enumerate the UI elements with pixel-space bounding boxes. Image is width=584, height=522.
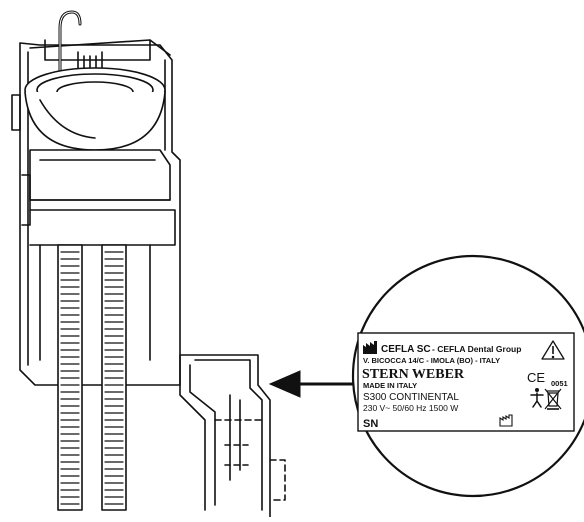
manufacturer-address: V. BICOCCA 14/C - IMOLA (BO) - ITALY <box>363 356 500 365</box>
middle-housing <box>21 149 176 246</box>
rating-plate: CEFLA SC - CEFLA Dental Group V. BICOCCA… <box>357 332 575 432</box>
rating-plate-border <box>357 332 575 432</box>
chain-links <box>60 251 124 505</box>
base-pedestal <box>179 354 286 518</box>
model-name: S300 CONTINENTAL <box>363 392 459 403</box>
dental-unit-illustration <box>11 10 286 518</box>
manufacture-date-icon <box>499 414 513 427</box>
electrical-rating: 230 V~ 50/60 Hz 1500 W <box>363 403 458 413</box>
crossed-bin-icon <box>544 388 562 410</box>
country-of-origin: MADE IN ITALY <box>363 381 417 390</box>
water-spout <box>58 10 82 84</box>
lift-columns <box>39 244 151 511</box>
type-b-person-icon <box>530 388 544 408</box>
manufacturer-group: - CEFLA Dental Group <box>432 344 521 354</box>
notified-body-number: 0051 <box>551 379 568 388</box>
spittoon-bowl <box>24 67 166 151</box>
manufacturer-name: CEFLA SC <box>381 344 431 355</box>
pointer-arrow <box>268 370 356 398</box>
brand-name: STERN WEBER <box>362 367 465 382</box>
warning-triangle-icon <box>541 340 565 360</box>
factory-icon <box>363 341 377 354</box>
serial-number-label: SN <box>363 418 378 430</box>
ce-mark: CE <box>527 370 545 385</box>
